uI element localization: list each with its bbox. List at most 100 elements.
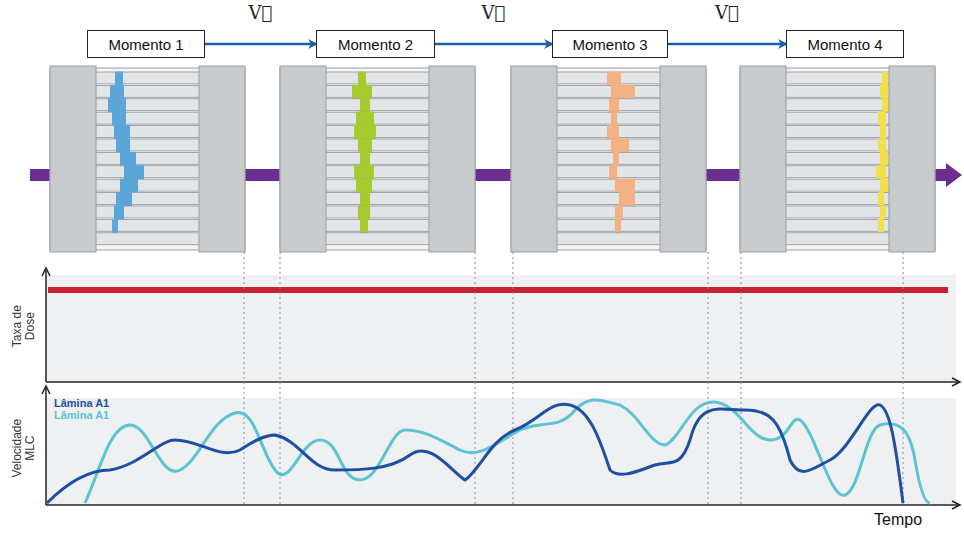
- axis-arrow: [42, 386, 50, 394]
- aperture: [358, 72, 366, 86]
- aperture: [882, 72, 888, 86]
- aperture: [880, 206, 886, 220]
- flow-arrow: [668, 43, 786, 46]
- aperture: [613, 152, 619, 166]
- axis-arrow: [42, 268, 50, 276]
- time-marker: [475, 252, 476, 504]
- aperture: [120, 152, 136, 166]
- aperture: [360, 192, 370, 206]
- time-marker: [903, 252, 904, 504]
- aperture: [356, 179, 372, 193]
- moment-box: Momento 2: [316, 30, 435, 58]
- box-text: Momento 4: [807, 36, 882, 53]
- aperture: [615, 206, 623, 220]
- aperture: [878, 112, 886, 126]
- aperture: [124, 165, 144, 179]
- aperture: [358, 139, 372, 153]
- axis-label: Taxa de Dose: [11, 291, 37, 361]
- aperture: [878, 139, 886, 153]
- aperture: [880, 125, 886, 139]
- aperture: [607, 125, 619, 139]
- jaw: [429, 66, 475, 252]
- aperture: [116, 139, 130, 153]
- jaw: [280, 66, 326, 252]
- aperture: [108, 98, 126, 112]
- aperture: [607, 72, 621, 86]
- time-marker: [708, 252, 709, 504]
- jaw: [511, 66, 557, 252]
- aperture: [112, 112, 126, 126]
- aperture: [611, 112, 617, 126]
- box-text: Momento 1: [108, 36, 183, 53]
- aperture: [110, 85, 124, 99]
- beam-arrowhead: [946, 163, 962, 187]
- axis-label: Tempo: [874, 511, 922, 529]
- x-axis: [46, 504, 958, 506]
- aperture: [880, 152, 888, 166]
- time-marker: [280, 252, 281, 504]
- aperture: [358, 206, 370, 220]
- aperture: [880, 179, 888, 193]
- axis-arrow: [952, 501, 960, 509]
- time-marker: [513, 252, 514, 504]
- axis-label: Velocidade MLC: [11, 413, 37, 483]
- aperture: [114, 125, 130, 139]
- aperture: [356, 112, 374, 126]
- x-axis: [46, 381, 958, 383]
- aperture: [360, 219, 368, 233]
- aperture: [615, 179, 635, 193]
- aperture: [116, 192, 132, 206]
- legend-text: Lâmina A1: [54, 397, 109, 409]
- aperture: [611, 139, 629, 153]
- chart-ground: [46, 275, 956, 381]
- moment-box: Momento 4: [786, 30, 904, 58]
- velocity-label: V⃗: [480, 2, 508, 23]
- mlc-panels: [50, 66, 935, 252]
- jaw: [660, 66, 706, 252]
- velocity-label: V⃗: [713, 2, 741, 23]
- aperture: [360, 98, 370, 112]
- aperture: [352, 85, 372, 99]
- flow-arrow: [435, 43, 552, 46]
- aperture: [615, 219, 621, 233]
- box-text: Momento 3: [572, 36, 647, 53]
- moment-box: Momento 1: [87, 30, 205, 58]
- aperture: [120, 179, 138, 193]
- flow-arrow: [205, 43, 316, 46]
- jaw: [740, 66, 786, 252]
- aperture: [114, 206, 124, 220]
- jaw: [50, 66, 96, 252]
- aperture: [876, 165, 886, 179]
- y-axis: [45, 270, 47, 382]
- time-marker: [244, 252, 245, 504]
- aperture: [611, 85, 635, 99]
- aperture: [360, 152, 370, 166]
- box-text: Momento 2: [338, 36, 413, 53]
- aperture: [878, 192, 884, 206]
- aperture: [878, 219, 884, 233]
- chart-ground: [46, 398, 956, 504]
- velocity-curve: [47, 404, 903, 503]
- jaw: [199, 66, 245, 252]
- legend-entry: Lâmina A1: [54, 397, 109, 409]
- time-marker: [741, 252, 742, 504]
- legend-entry: Lâmina A1: [54, 409, 109, 421]
- dose-rate-line: [48, 287, 948, 293]
- aperture: [112, 219, 118, 233]
- axis-arrow: [952, 378, 960, 386]
- aperture: [115, 72, 123, 86]
- aperture: [354, 125, 376, 139]
- aperture: [609, 98, 619, 112]
- jaw: [889, 66, 935, 252]
- aperture: [619, 192, 635, 206]
- legend-text: Lâmina A1: [54, 409, 109, 421]
- velocity-label: V⃗: [247, 2, 275, 23]
- aperture: [354, 165, 374, 179]
- moment-box: Momento 3: [552, 30, 668, 58]
- aperture: [609, 165, 617, 179]
- y-axis: [45, 388, 47, 505]
- aperture: [880, 85, 888, 99]
- velocity-curve: [85, 400, 930, 503]
